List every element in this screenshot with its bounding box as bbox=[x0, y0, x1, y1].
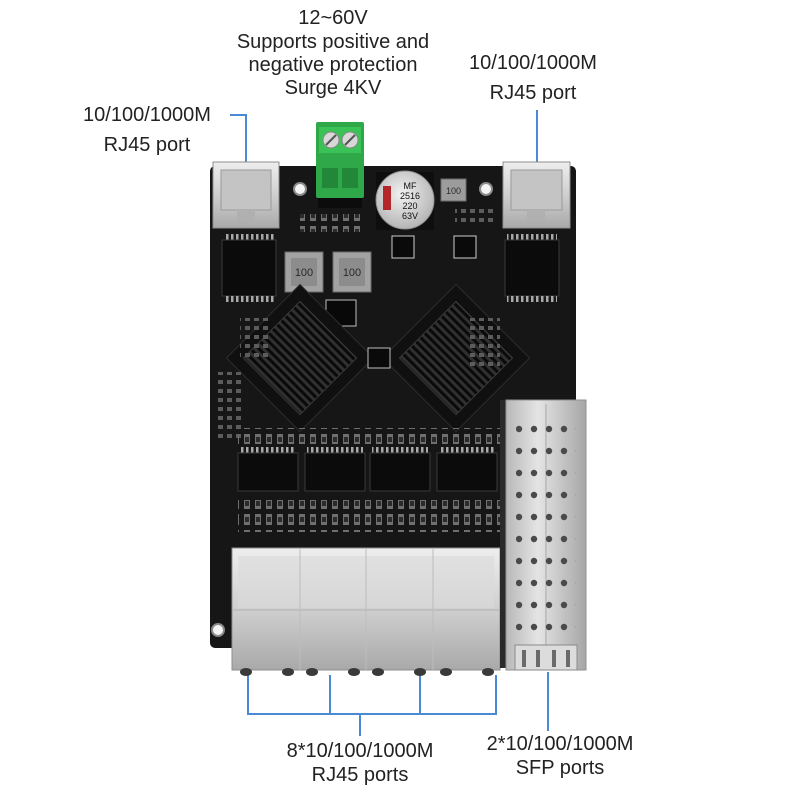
transformer-pins bbox=[224, 296, 274, 302]
smd-component-row bbox=[300, 214, 360, 232]
right-rj45-label-line-1: 10/100/1000M bbox=[469, 52, 597, 74]
rj45-jack-top-right bbox=[502, 161, 571, 229]
sfp-label-line-2: SFP ports bbox=[516, 757, 605, 779]
transformer-body bbox=[237, 452, 299, 492]
capacitor-marking-1: MF bbox=[404, 181, 417, 191]
transformer-pins bbox=[224, 234, 274, 240]
transformer-pins bbox=[307, 447, 363, 453]
rj45-face bbox=[220, 169, 272, 211]
rj45-face bbox=[510, 169, 563, 211]
heatsink-fins bbox=[242, 300, 358, 416]
capacitor-polarity-mark bbox=[383, 186, 391, 210]
capacitor-top bbox=[375, 170, 435, 230]
port-led bbox=[282, 668, 294, 676]
power-label-line-1: 12~60V bbox=[298, 7, 368, 29]
transformer-body bbox=[304, 452, 366, 492]
sfp-port-slot bbox=[552, 650, 556, 667]
sfp-port-slot bbox=[566, 650, 570, 667]
power-label: 12~60V Supports positive and negative pr… bbox=[237, 7, 429, 99]
left-rj45-callout-line bbox=[230, 114, 247, 163]
sfp-label-line-1: 2*10/100/1000M bbox=[487, 733, 634, 755]
inductor-marking: 100 bbox=[343, 267, 361, 279]
left-rj45-label: 10/100/1000M RJ45 port bbox=[83, 104, 211, 156]
bottom-rj45-label-line-1: 8*10/100/1000M bbox=[287, 740, 434, 762]
ic-small bbox=[391, 235, 415, 259]
bottom-rj45-label-line-2: RJ45 ports bbox=[312, 764, 409, 786]
inductor-body bbox=[440, 178, 467, 202]
rj45-block-8-port bbox=[231, 547, 501, 676]
rj45-tab bbox=[237, 210, 255, 222]
sfp-cage-vents bbox=[516, 418, 576, 638]
power-terminal-block bbox=[316, 122, 364, 208]
inductor-left: 100 bbox=[284, 251, 324, 293]
ic-small bbox=[453, 235, 477, 259]
sfp-label: 2*10/100/1000M SFP ports bbox=[487, 733, 634, 779]
mounting-hole-top-right bbox=[479, 182, 493, 196]
transformer-body bbox=[369, 452, 431, 492]
transformer-row bbox=[237, 447, 498, 492]
bottom-rj45-callout-bracket bbox=[247, 675, 497, 736]
smd-component-column bbox=[470, 318, 500, 368]
transformer-top-right bbox=[504, 234, 560, 302]
bottom-rj45-label: 8*10/100/1000M RJ45 ports bbox=[287, 740, 434, 786]
transformer-body bbox=[504, 239, 560, 297]
smd-component-row bbox=[238, 428, 500, 444]
port-led bbox=[414, 668, 426, 676]
mounting-hole-top-left bbox=[293, 182, 307, 196]
left-rj45-label-line-1: 10/100/1000M bbox=[83, 104, 211, 126]
left-rj45-label-line-2: RJ45 port bbox=[104, 134, 191, 156]
ic-small bbox=[367, 347, 391, 369]
wire-entry bbox=[342, 168, 358, 188]
sfp-port-slot bbox=[522, 650, 526, 667]
inductor-right: 100 bbox=[332, 251, 372, 293]
wire-entry bbox=[322, 168, 338, 188]
transformer-top-left bbox=[221, 234, 277, 302]
power-label-line-4: Surge 4KV bbox=[285, 77, 382, 99]
rj45-tab bbox=[527, 210, 545, 222]
transformer-pins bbox=[439, 447, 495, 453]
sfp-cage bbox=[500, 399, 587, 671]
right-rj45-label: 10/100/1000M RJ45 port bbox=[469, 52, 597, 104]
port-led bbox=[240, 668, 252, 676]
capacitor-marking-2: 2516 bbox=[400, 191, 420, 201]
capacitor: MF 2516 220 63V bbox=[375, 170, 435, 230]
transformer-body bbox=[436, 452, 498, 492]
power-label-line-2: Supports positive and bbox=[237, 31, 429, 53]
smd-component-column bbox=[240, 318, 270, 358]
transformer-pins bbox=[240, 447, 296, 453]
port-led bbox=[348, 668, 360, 676]
right-rj45-label-line-2: RJ45 port bbox=[490, 82, 577, 104]
port-led bbox=[306, 668, 318, 676]
screw-slot bbox=[325, 134, 337, 146]
transformer-body bbox=[221, 239, 277, 297]
port-led bbox=[372, 668, 384, 676]
smd-component-row bbox=[455, 208, 495, 224]
inductor-core bbox=[339, 258, 365, 286]
transformer-pins bbox=[507, 296, 557, 302]
transformer-pins bbox=[507, 234, 557, 240]
port-led bbox=[482, 668, 494, 676]
inductor-marking: 100 bbox=[446, 186, 461, 196]
capacitor-marking-3: 220 bbox=[402, 201, 417, 211]
capacitor-marking-4: 63V bbox=[402, 211, 418, 221]
rj45-jack-top-left bbox=[212, 161, 280, 229]
transformer-pins bbox=[372, 447, 428, 453]
smd-component-row bbox=[238, 500, 500, 532]
sfp-port-slot bbox=[536, 650, 540, 667]
screw-slot bbox=[344, 134, 356, 146]
inductor-core bbox=[291, 258, 317, 286]
mounting-hole-bottom-left bbox=[211, 623, 225, 637]
terminal-base bbox=[318, 196, 362, 208]
sfp-shadow bbox=[500, 400, 508, 668]
inductor-small: 100 bbox=[440, 178, 467, 202]
power-label-line-3: negative protection bbox=[248, 54, 417, 76]
port-led bbox=[440, 668, 452, 676]
inductor-marking: 100 bbox=[295, 267, 313, 279]
